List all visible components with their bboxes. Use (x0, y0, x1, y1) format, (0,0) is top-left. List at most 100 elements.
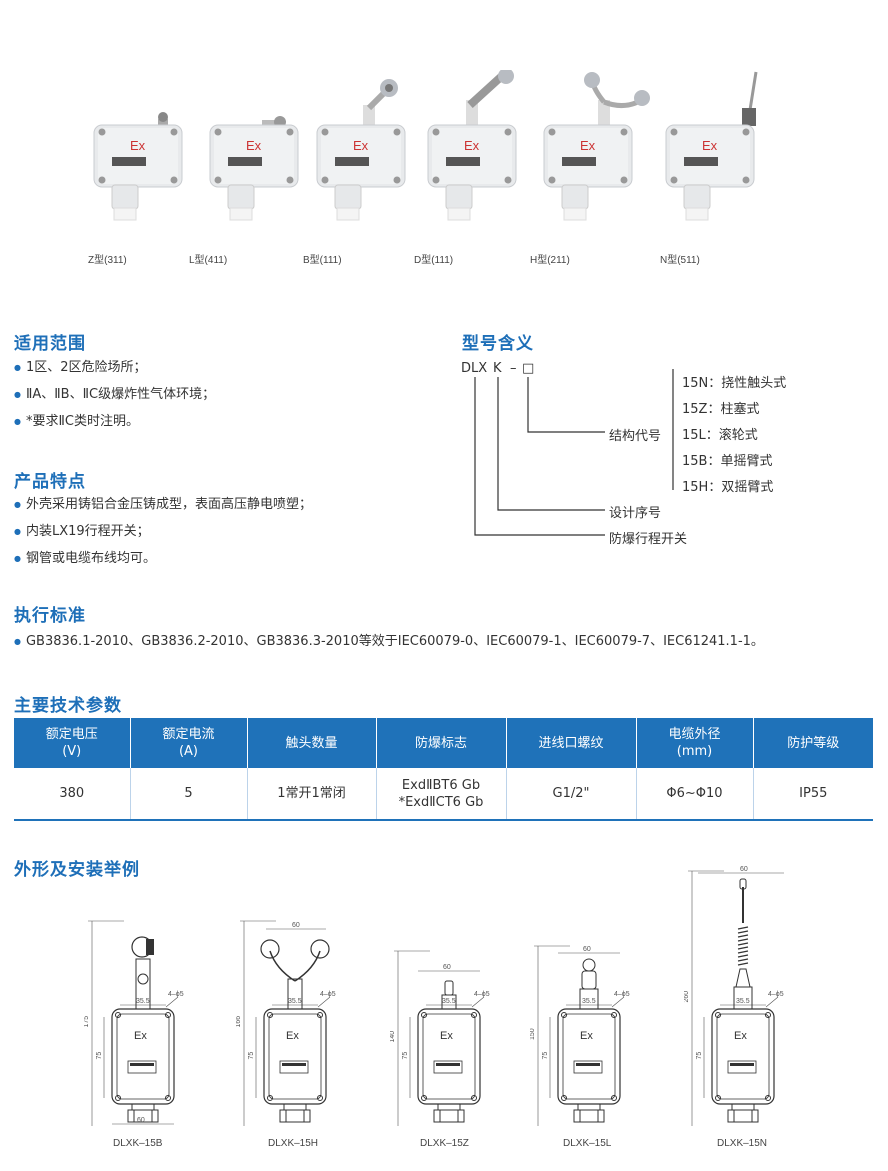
product-caption: B型(111) (303, 255, 342, 266)
dim-body-height: 75 (96, 1052, 103, 1060)
list-item: ⅡA、ⅡB、ⅡC级爆炸性气体环境； (14, 381, 215, 408)
type-15z: 15Z：柱塞式 (682, 402, 760, 417)
ex-logo: Ex (464, 138, 480, 153)
list-item: 外壳采用铸铝合金压铸成型，表面高压静电喷塑； (14, 491, 312, 518)
header-rated-voltage: 额定电压(V) (14, 718, 131, 768)
product-caption: H型(211) (530, 255, 570, 266)
product-photo: Ex (84, 70, 204, 230)
type-15b: 15B：单摇臂式 (682, 454, 773, 469)
list-item: 钢管或电缆布线均可。 (14, 545, 312, 572)
dim-width: 60 (740, 866, 748, 873)
product-name-label: 防爆行程开关 (609, 532, 688, 547)
product-photo: Ex (200, 70, 320, 230)
ex-logo: Ex (580, 1030, 593, 1042)
features-title: 产品特点 (14, 472, 86, 492)
dim-body-height: 75 (248, 1052, 255, 1060)
dim-height: 175 (84, 1016, 90, 1028)
product-caption: N型(511) (660, 255, 700, 266)
standards-list: GB3836.1-2010、GB3836.2-2010、GB3836.3-201… (14, 628, 764, 655)
dim-height: 150 (530, 1028, 536, 1040)
ex-logo: Ex (734, 1030, 747, 1042)
product-caption: L型(411) (189, 255, 228, 266)
cell-protection: IP55 (753, 768, 873, 821)
connector-line (474, 377, 605, 536)
model-code-diagram: DLX K – □ (461, 361, 674, 536)
dim-body-height: 75 (402, 1052, 409, 1060)
dim-width: 60 (137, 1117, 145, 1124)
connector-line (527, 377, 605, 433)
ex-logo: Ex (702, 138, 718, 153)
product-caption: Z型(311) (88, 255, 127, 266)
drawing-caption: DLXK–15N (717, 1138, 768, 1149)
cell-thread: G1/2" (506, 768, 637, 821)
cell-voltage: 380 (14, 768, 131, 821)
list-item: *要求ⅡC类时注明。 (14, 408, 215, 435)
product-photo: Ex (534, 70, 654, 230)
install-drawing: 140 75 Ex 35.5 4–ϕ5 60 (390, 950, 490, 1126)
cell-ex-mark: ExdⅡBT6 Gb*ExdⅡCT6 Gb (376, 768, 507, 821)
dim-thread: 4–ϕ5 (614, 991, 630, 998)
install-title: 外形及安装举例 (14, 860, 140, 880)
params-table: 额定电压(V) 额定电流(A) 触头数量 防爆标志 进线口螺纹 电缆外径(mm)… (14, 718, 873, 821)
ex-logo: Ex (134, 1030, 147, 1042)
scope-list: 1区、2区危险场所； ⅡA、ⅡB、ⅡC级爆炸性气体环境； *要求ⅡC类时注明。 (14, 354, 215, 435)
header-contacts: 触头数量 (247, 718, 377, 768)
dim-body-height: 75 (542, 1052, 549, 1060)
struct-code-label: 结构代号 (609, 429, 662, 444)
scope-title: 适用范围 (14, 334, 86, 354)
model-title: 型号含义 (462, 334, 534, 354)
install-drawing: 260 75 Ex 35.5 4–ϕ5 60 (684, 866, 784, 1126)
install-drawing: 150 75 Ex 35.5 4–ϕ5 60 (530, 945, 630, 1126)
model-code-box: □ (522, 361, 534, 376)
design-seq-label: 设计序号 (609, 506, 662, 521)
dim-hole: 35.5 (136, 998, 150, 1005)
type-15h: 15H：双摇臂式 (682, 480, 774, 495)
type-15n: 15N：挠性触头式 (682, 376, 787, 391)
dim-width: 60 (292, 922, 300, 929)
ex-logo: Ex (130, 138, 146, 153)
connector-line (497, 377, 605, 511)
model-code-dash: – (510, 361, 517, 376)
dim-height: 140 (390, 1031, 396, 1043)
product-caption: D型(111) (414, 255, 454, 266)
ex-logo: Ex (440, 1030, 453, 1042)
model-code-dlx: DLX (461, 361, 487, 376)
features-list: 外壳采用铸铝合金压铸成型，表面高压静电喷塑； 内装LX19行程开关； 钢管或电缆… (14, 491, 312, 572)
header-rated-current: 额定电流(A) (130, 718, 248, 768)
dim-thread: 4–ϕ5 (768, 991, 784, 998)
dim-thread: 4–ϕ5 (320, 991, 336, 998)
standards-title: 执行标准 (14, 606, 86, 626)
table-row: 380 5 1常开1常闭 ExdⅡBT6 Gb*ExdⅡCT6 Gb G1/2"… (14, 768, 873, 821)
ex-logo: Ex (353, 138, 369, 153)
list-item: GB3836.1-2010、GB3836.2-2010、GB3836.3-201… (14, 628, 764, 655)
product-photo: Ex (656, 70, 776, 230)
dim-hole: 35.5 (736, 998, 750, 1005)
dim-hole: 35.5 (582, 998, 596, 1005)
dim-hole: 35.5 (288, 998, 302, 1005)
header-thread: 进线口螺纹 (506, 718, 637, 768)
dim-width: 60 (583, 946, 591, 953)
table-header-row: 额定电压(V) 额定电流(A) 触头数量 防爆标志 进线口螺纹 电缆外径(mm)… (14, 718, 873, 768)
drawing-caption: DLXK–15H (268, 1138, 319, 1149)
model-code-k: K (493, 361, 502, 376)
type-15l: 15L：滚轮式 (682, 428, 758, 443)
dim-body-height: 75 (696, 1052, 703, 1060)
drawing-caption: DLXK–15B (113, 1138, 163, 1149)
ex-logo: Ex (286, 1030, 299, 1042)
dim-thread: 4–ϕ5 (474, 991, 490, 998)
cell-cable-dia: Φ6~Φ10 (636, 768, 754, 821)
drawing-caption: DLXK–15L (563, 1138, 612, 1149)
list-item: 1区、2区危险场所； (14, 354, 215, 381)
dim-hole: 35.5 (442, 998, 456, 1005)
header-cable-dia: 电缆外径(mm) (636, 718, 754, 768)
product-photo: Ex (307, 70, 427, 230)
header-ex-mark: 防爆标志 (376, 718, 507, 768)
dim-height: 260 (684, 991, 690, 1003)
drawing-caption: DLXK–15Z (420, 1138, 469, 1149)
header-protection: 防护等级 (753, 718, 873, 768)
cell-current: 5 (130, 768, 248, 821)
product-photo: Ex (418, 68, 538, 230)
dim-width: 60 (443, 964, 451, 971)
dim-thread: 4–ϕ5 (168, 991, 184, 998)
